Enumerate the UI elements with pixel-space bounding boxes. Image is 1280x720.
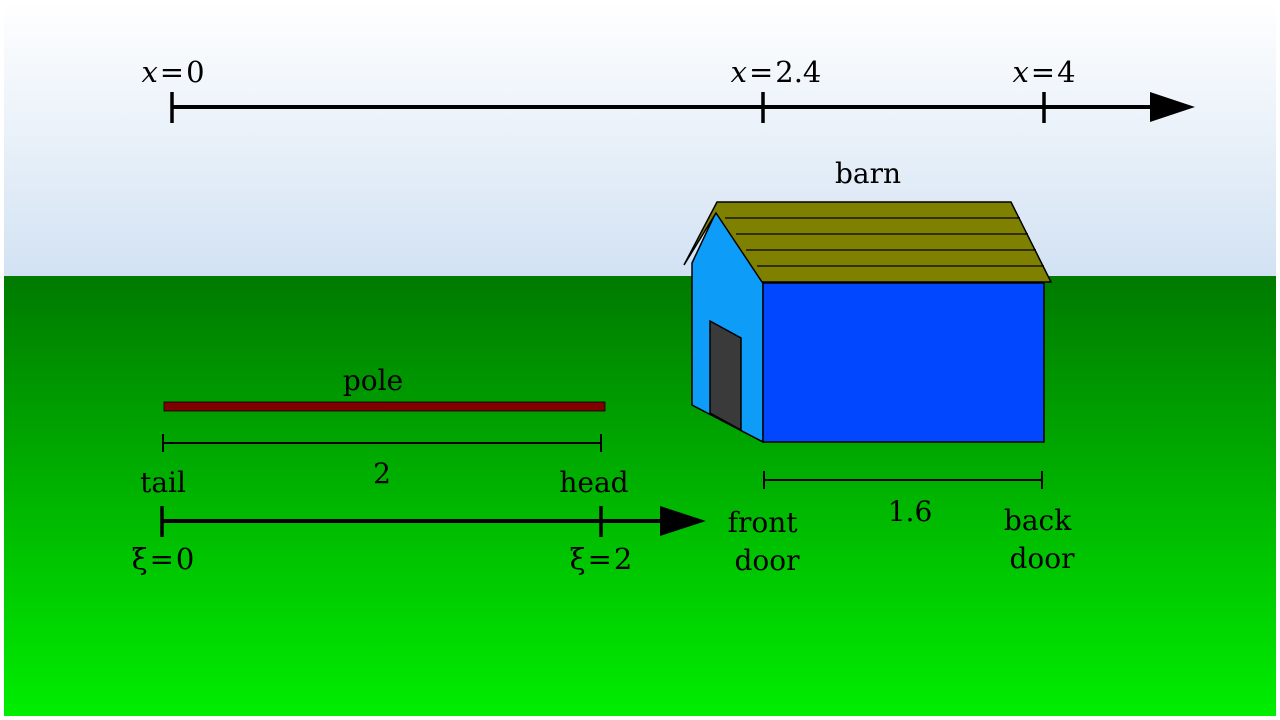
barn-door [709, 319, 742, 432]
x-label-4: x=4 [1012, 55, 1075, 89]
pole-bar [163, 401, 606, 412]
barn: barn 1.6 front door back door [683, 157, 1080, 577]
xi-axis-arrowhead [660, 506, 706, 536]
xi-label-0: ξ=0 [132, 542, 195, 576]
pole: pole 2 tail head [140, 364, 629, 499]
barn-side-wall [762, 282, 1045, 443]
x-axis: x=0 x=2.4 x=4 [141, 55, 1195, 123]
tail-label: tail [140, 466, 186, 499]
sky-background [4, 2, 1276, 276]
pole-length-label: 2 [373, 457, 391, 490]
barn-label: barn [835, 157, 901, 190]
barn-roof [683, 201, 1053, 283]
xi-axis: ξ=0 ξ=2 [132, 506, 706, 576]
x-label-0: x=0 [141, 55, 204, 89]
x-label-2-4: x=2.4 [731, 55, 822, 89]
pole-label: pole [343, 364, 403, 397]
x-axis-arrowhead [1150, 92, 1195, 122]
barn-length-label: 1.6 [888, 495, 933, 528]
ground-background [4, 276, 1276, 716]
front-door-label: front door [728, 506, 807, 577]
xi-label-2: ξ=2 [570, 542, 633, 576]
back-door-label: back door [1004, 504, 1080, 575]
head-label: head [559, 466, 628, 499]
